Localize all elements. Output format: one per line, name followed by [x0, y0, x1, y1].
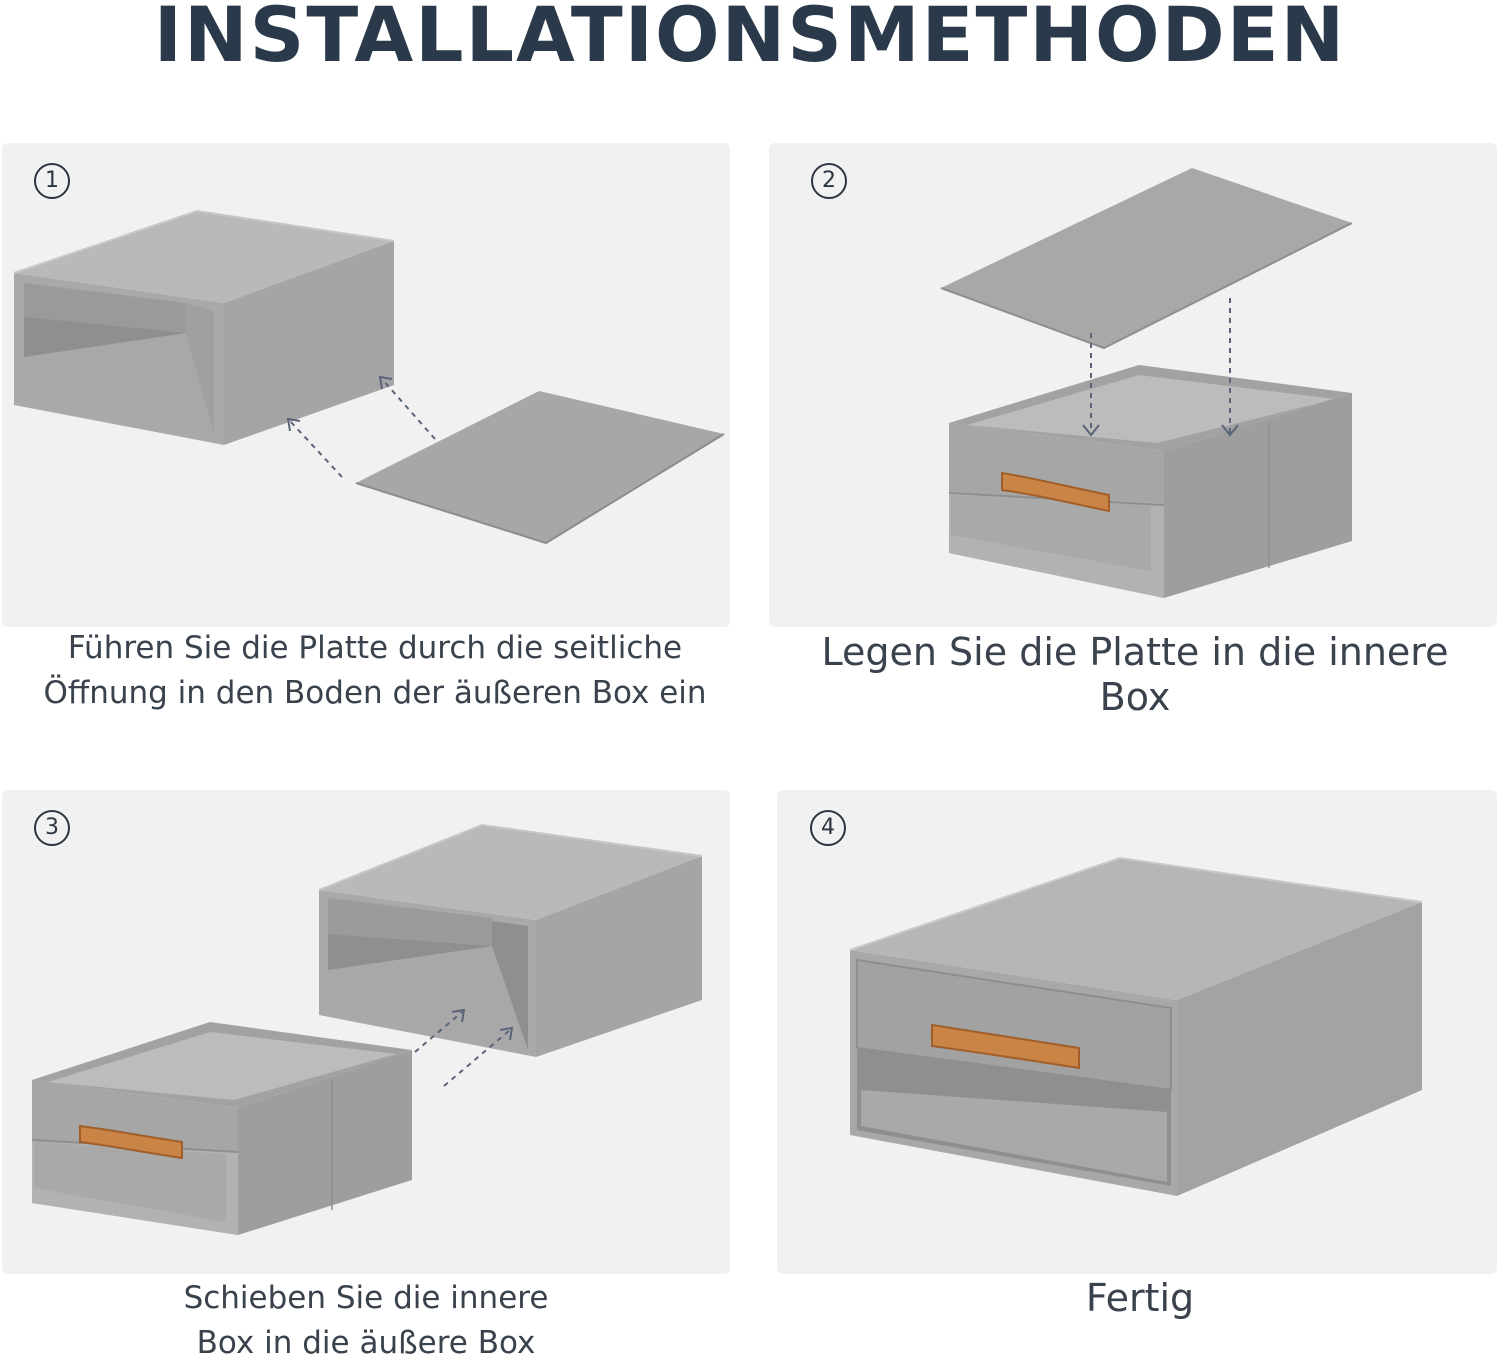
- dashed-arrow-icon: [1090, 298, 1231, 433]
- step-2-illustration: [940, 168, 1353, 598]
- base-panel-illustration: [355, 391, 725, 545]
- step-1-panel: 1: [2, 143, 730, 627]
- step-4-panel: 4: [777, 790, 1497, 1274]
- step-2-panel: 2: [769, 143, 1497, 627]
- leather-handle-icon: [1001, 471, 1110, 513]
- step-4-caption: Fertig: [1085, 1276, 1195, 1320]
- step-1-illustration: [13, 209, 725, 545]
- step-2-caption: Legen Sie die Platte in die innere Box: [821, 630, 1449, 719]
- step-3-panel: 3: [2, 790, 730, 1274]
- outer-box-illustration: [318, 823, 703, 1057]
- base-panel-illustration: [940, 168, 1353, 350]
- step-3-number-badge: 3: [34, 810, 70, 846]
- page-title: INSTALLATIONSMETHODEN: [153, 0, 1347, 79]
- outer-box-illustration: [13, 209, 395, 445]
- leather-handle-icon: [931, 1023, 1080, 1070]
- step-1-caption: Führen Sie die Platte durch die seitlich…: [43, 630, 707, 711]
- step-1-number-badge: 1: [34, 163, 70, 199]
- dashed-arrow-icon: [289, 378, 436, 478]
- step-4-number-badge: 4: [810, 810, 846, 846]
- leather-handle-icon: [79, 1124, 183, 1160]
- inner-box-illustration: [948, 365, 1352, 598]
- step-4-illustration: [849, 856, 1423, 1196]
- dashed-arrow-icon: [414, 1011, 511, 1087]
- step-2-number-badge: 2: [811, 163, 847, 199]
- step-3-illustration: [31, 823, 703, 1235]
- inner-box-illustration: [856, 958, 1172, 1186]
- step-3-caption: Schieben Sie die innere Box in die äußer…: [183, 1280, 549, 1361]
- inner-box-illustration: [31, 1022, 412, 1235]
